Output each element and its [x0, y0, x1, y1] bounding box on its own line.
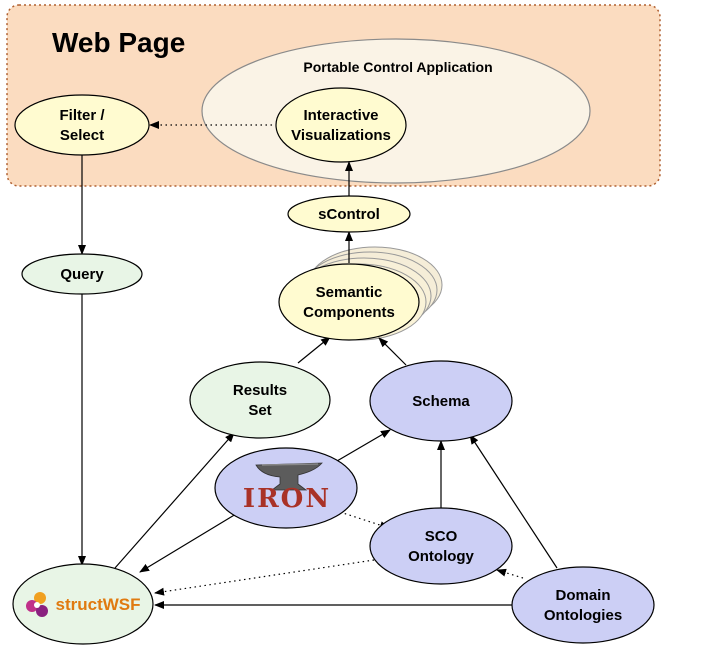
node-iron[interactable]: IRON: [214, 447, 358, 529]
node-filter-select[interactable]: Filter / Select: [14, 94, 150, 156]
edge-sco-to-structwsf: [154, 559, 375, 596]
node-schema[interactable]: Schema: [369, 360, 513, 442]
edge-domain-to-schema: [469, 434, 558, 569]
filter-line2: Select: [60, 127, 104, 144]
query-label: Query: [60, 266, 104, 283]
edge-iron-to-structwsf: [139, 513, 237, 573]
pca-title: Portable Control Application: [303, 59, 492, 75]
node-structwsf[interactable]: structWSF: [12, 563, 154, 645]
structwsf-logo-text: structWSF: [56, 595, 141, 614]
edge-results-to-semantic: [297, 336, 331, 364]
edge-domain-to-sco: [496, 568, 524, 579]
filter-line1: Filter /: [59, 107, 105, 124]
node-sco-ontology[interactable]: SCO Ontology: [369, 507, 513, 585]
structwsf-logo-icon: [26, 592, 48, 617]
node-domain-ontologies[interactable]: Domain Ontologies: [511, 566, 655, 644]
semantic-line2: Components: [303, 304, 395, 321]
iron-logo-text: IRON: [243, 484, 331, 514]
web-page-title: Web Page: [52, 27, 185, 58]
schema-label: Schema: [412, 393, 470, 410]
domain-line1: Domain: [555, 587, 610, 604]
edge-schema-to-semantic: [378, 337, 407, 366]
results-line1: Results: [233, 382, 287, 399]
anvil-icon: [255, 462, 323, 491]
node-results-set[interactable]: Results Set: [189, 361, 331, 439]
edge-iron-to-sco: [339, 511, 390, 530]
edges: [78, 121, 558, 609]
domain-line2: Ontologies: [544, 607, 622, 624]
edge-structwsf-to-results: [114, 432, 235, 569]
node-semantic-components[interactable]: Semantic Components: [278, 263, 420, 341]
node-query[interactable]: Query: [21, 253, 143, 295]
results-line2: Set: [248, 402, 271, 419]
interactive-line2: Visualizations: [291, 127, 391, 144]
node-scontrol[interactable]: sControl: [287, 195, 411, 233]
sco-line1: SCO: [425, 528, 458, 545]
interactive-line1: Interactive: [303, 107, 378, 124]
node-interactive-visualizations[interactable]: Interactive Visualizations: [275, 87, 407, 163]
semantic-line1: Semantic: [316, 284, 383, 301]
sco-line2: Ontology: [408, 548, 474, 565]
edge-iron-to-schema: [336, 429, 391, 462]
scontrol-label: sControl: [318, 206, 380, 223]
